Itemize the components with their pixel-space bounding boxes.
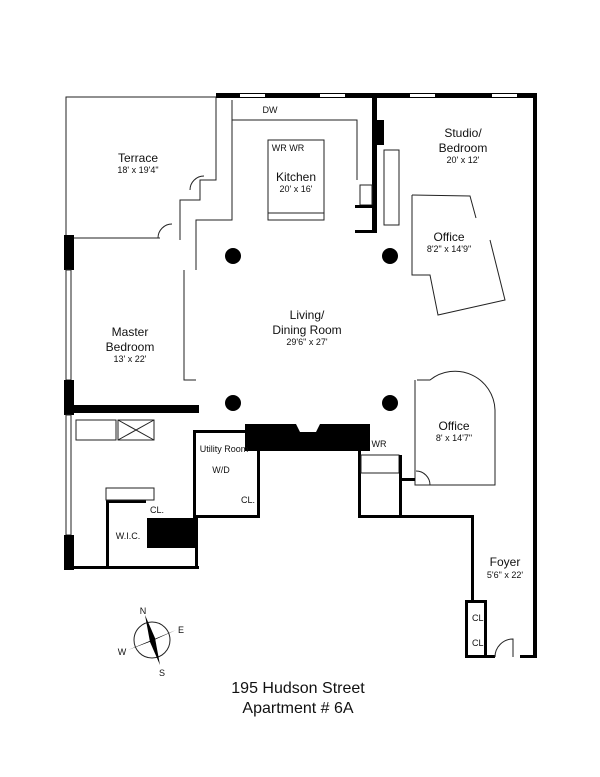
room-dim-terrace: 18' x 19'4" [117, 165, 158, 175]
dishwasher-label: DW [263, 105, 278, 115]
walk-in-closet-label: W.I.C. [116, 531, 141, 541]
closet-label-master: CL. [150, 505, 164, 515]
compass-n: N [140, 606, 147, 616]
wine-room-label: WR [372, 439, 387, 449]
compass-s: S [159, 668, 165, 678]
room-name-living-1: Living/ [290, 308, 325, 322]
closet-label-utility: CL. [241, 495, 255, 505]
apartment-title: Apartment # 6A [242, 700, 354, 717]
compass-e: E [178, 625, 184, 635]
room-name-master-2: Bedroom [106, 340, 155, 354]
entry-door [494, 638, 514, 658]
room-dim-living: 29'6" x 27' [286, 337, 327, 347]
room-name-studio-2: Bedroom [439, 141, 488, 155]
room-dim-office-south: 8' x 14'7" [436, 433, 472, 443]
terrace-outline [65, 96, 217, 240]
room-name-terrace: Terrace [118, 151, 158, 165]
washer-dryer-label: W/D [212, 465, 230, 475]
room-dim-foyer: 5'6" x 22' [487, 570, 523, 580]
room-dim-office-north: 8'2" x 14'9" [427, 244, 471, 254]
compass-w: W [118, 647, 127, 657]
room-name-office-north: Office [433, 230, 464, 244]
columns [225, 248, 398, 411]
compass-rose: N E S W [118, 606, 184, 678]
room-name-kitchen: Kitchen [276, 170, 316, 184]
exterior-walls [64, 93, 537, 658]
room-dim-kitchen: 20' x 16' [280, 184, 313, 194]
room-name-living-2: Dining Room [272, 323, 341, 337]
room-name-foyer: Foyer [490, 555, 521, 569]
interior-walls [75, 98, 506, 517]
room-dim-master: 13' x 22' [114, 354, 147, 364]
room-name-office-south: Office [438, 419, 469, 433]
room-dim-studio: 20' x 12' [447, 155, 480, 165]
address-title: 195 Hudson Street [231, 680, 365, 697]
room-name-master-1: Master [112, 325, 149, 339]
room-name-studio-1: Studio/ [444, 126, 482, 140]
wine-refrigerator-label: WR WR [272, 143, 305, 153]
closet-label-foyer-1: CL. [472, 613, 486, 623]
closet-label-foyer-2: CL. [472, 638, 486, 648]
room-name-utility: Utility Room [200, 444, 249, 454]
